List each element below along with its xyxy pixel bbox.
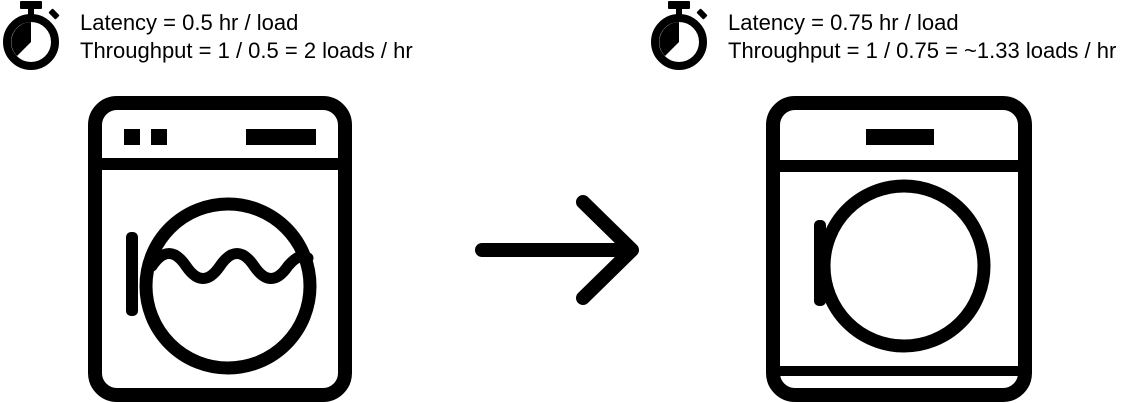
dryer-metrics: Latency = 0.75 hr / load Throughput = 1 … <box>728 9 1116 65</box>
right-arrow-icon <box>475 195 639 305</box>
stopwatch-icon <box>3 1 60 70</box>
washer-latency-text: Latency = 0.5 hr / load <box>80 10 299 35</box>
stopwatch-icon <box>651 1 708 70</box>
washer-caption: Latency = 0.5 hr / load Throughput = 1 /… <box>0 0 560 80</box>
washer-throughput-text: Throughput = 1 / 0.5 = 2 loads / hr <box>80 38 413 63</box>
dryer-icon <box>766 96 1032 402</box>
washer-metrics: Latency = 0.5 hr / load Throughput = 1 /… <box>80 9 413 65</box>
dryer-caption: Latency = 0.75 hr / load Throughput = 1 … <box>648 0 1148 80</box>
dryer-throughput-text: Throughput = 1 / 0.75 = ~1.33 loads / hr <box>728 38 1117 63</box>
washing-machine-icon <box>88 96 352 402</box>
dryer-latency-text: Latency = 0.75 hr / load <box>728 10 959 35</box>
